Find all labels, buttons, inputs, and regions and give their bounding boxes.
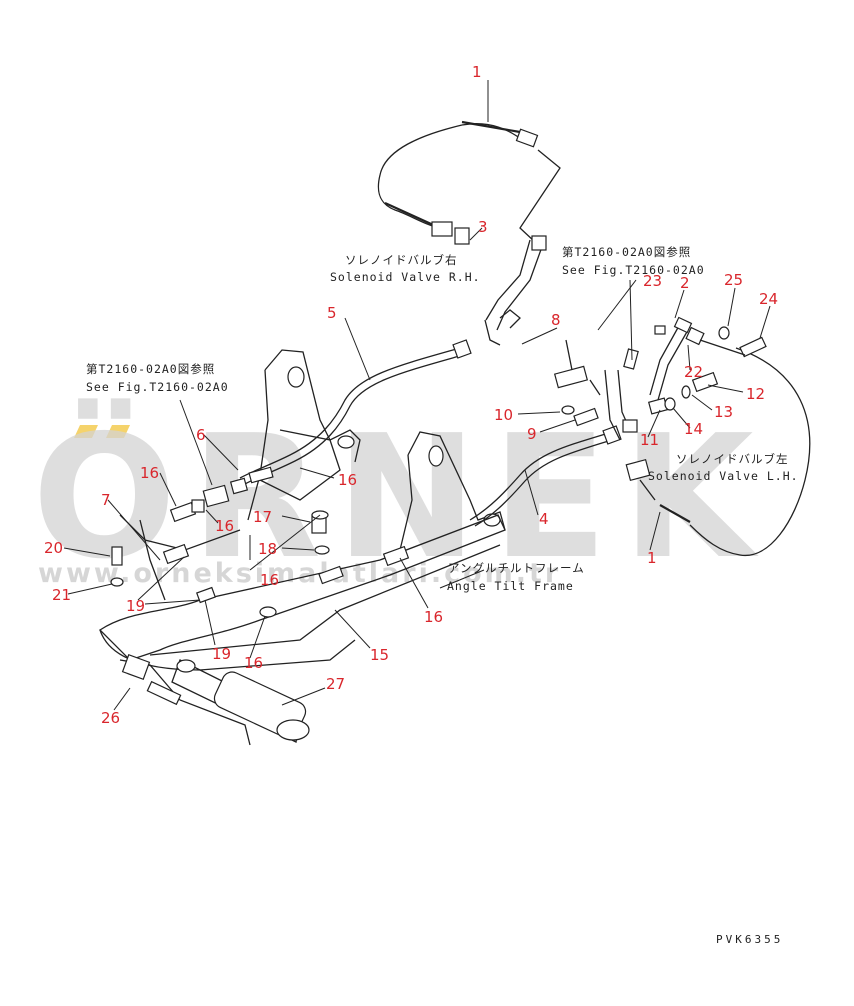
watermark: ÖRNEK www.orneksimalatlari.com.tr xyxy=(32,398,754,597)
callout: 21 xyxy=(52,586,71,604)
callout: 20 xyxy=(44,539,63,557)
callout: 10 xyxy=(494,406,513,424)
callout: 1 xyxy=(472,63,482,81)
callout: 6 xyxy=(196,426,206,444)
callout: 16 xyxy=(140,464,159,482)
solenoid-lh-en: Solenoid Valve L.H. xyxy=(648,469,799,483)
solenoid-lh-jp: ソレノイドバルブ左 xyxy=(676,452,789,466)
callout: 12 xyxy=(746,385,765,403)
watermark-url: www.orneksimalatlari.com.tr xyxy=(38,558,561,589)
callout: 26 xyxy=(101,709,120,727)
callout: 16 xyxy=(260,571,279,589)
callout: 22 xyxy=(684,363,703,381)
parts-cluster-left xyxy=(110,466,410,618)
callout: 3 xyxy=(478,218,488,236)
callout: 4 xyxy=(539,510,549,528)
callout: 9 xyxy=(527,425,537,443)
annotations: ソレノイドバルブ右 Solenoid Valve R.H. 第T2160-02A… xyxy=(86,245,799,593)
solenoid-rh-en: Solenoid Valve R.H. xyxy=(330,270,481,284)
see-fig-en-right: See Fig.T2160-02A0 xyxy=(562,263,705,277)
callout: 14 xyxy=(684,420,703,438)
callout: 18 xyxy=(258,540,277,558)
callout: 25 xyxy=(724,271,743,289)
tilt-cylinder xyxy=(119,654,310,746)
frame-right xyxy=(399,431,506,551)
watermark-accent xyxy=(74,425,98,438)
callout: 1 xyxy=(647,549,657,567)
callout: 7 xyxy=(101,491,111,509)
callout: 17 xyxy=(253,508,272,526)
callout: 16 xyxy=(215,517,234,535)
callout: 16 xyxy=(338,471,357,489)
callout: 5 xyxy=(327,304,337,322)
callouts: 1 3 5 8 23 2 25 24 22 12 13 10 9 14 11 1… xyxy=(44,63,778,727)
hose-assembly-top xyxy=(377,120,561,346)
hose-5 xyxy=(239,339,472,485)
callout: 15 xyxy=(370,646,389,664)
watermark-accent xyxy=(106,425,130,438)
callout: 13 xyxy=(714,403,733,421)
callout: 19 xyxy=(126,597,145,615)
callout: 27 xyxy=(326,675,345,693)
callout: 16 xyxy=(244,654,263,672)
callout: 8 xyxy=(551,311,561,329)
callout: 2 xyxy=(680,274,690,292)
see-fig-en-left: See Fig.T2160-02A0 xyxy=(86,380,229,394)
solenoid-rh-jp: ソレノイドバルブ右 xyxy=(345,253,458,267)
callout: 11 xyxy=(640,431,659,449)
angle-tilt-en: Angle Tilt Frame xyxy=(447,579,574,593)
parts-cluster-right xyxy=(553,316,767,501)
angle-tilt-jp: アングルチルトフレーム xyxy=(448,561,585,575)
callout: 16 xyxy=(424,608,443,626)
see-fig-jp-left: 第T2160-02A0図参照 xyxy=(86,362,215,376)
leader-lines xyxy=(63,80,771,711)
hose-4 xyxy=(469,347,811,556)
drawing-number: PVK6355 xyxy=(716,933,783,946)
callout: 19 xyxy=(212,645,231,663)
callout: 23 xyxy=(643,272,662,290)
callout: 24 xyxy=(759,290,778,308)
see-fig-jp-right: 第T2160-02A0図参照 xyxy=(562,245,691,259)
